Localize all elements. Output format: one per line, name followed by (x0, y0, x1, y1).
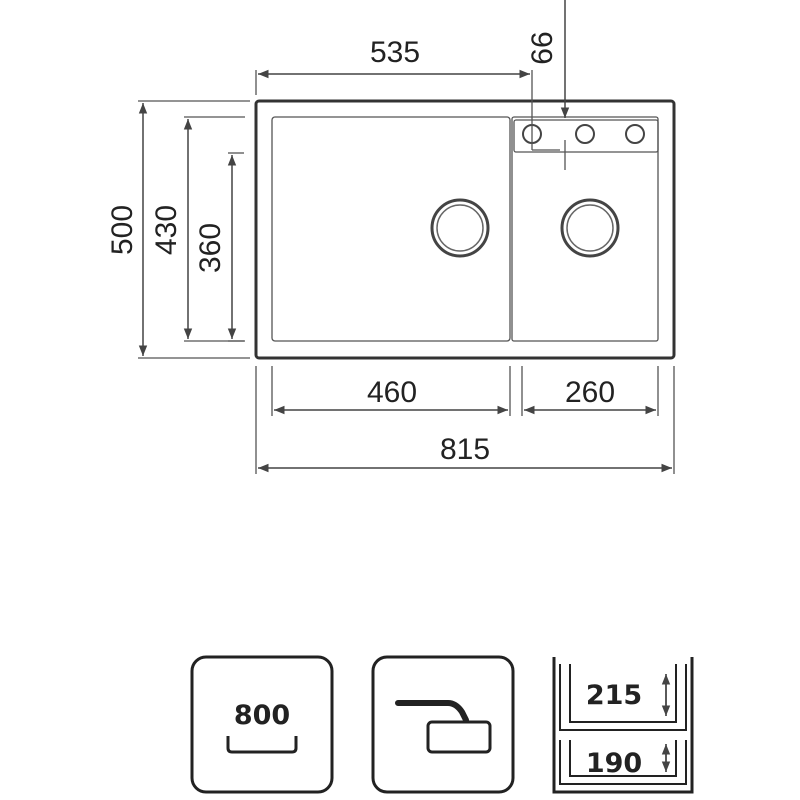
dim-260-label: 260 (565, 376, 615, 409)
faucet-bowl-icon (371, 655, 515, 794)
dim-815: 815 (255, 366, 675, 474)
dim-460-label: 460 (367, 376, 417, 409)
bowl-depth-icon: 215 190 (552, 657, 694, 794)
dim-430: 430 (150, 116, 245, 342)
depth-main-label: 215 (586, 680, 642, 711)
dim-535-label: 535 (370, 36, 420, 69)
dim-360: 360 (194, 152, 244, 342)
dim-500-label: 500 (106, 205, 139, 255)
dim-430-label: 430 (150, 205, 183, 255)
main-bowl-drain (430, 198, 490, 258)
small-bowl-drain (560, 198, 620, 258)
tap-holes (522, 124, 645, 144)
cabinet-width-label: 800 (234, 700, 290, 731)
dim-535: 535 (255, 36, 530, 95)
dim-260: 260 (521, 366, 659, 416)
sink-outline (254, 99, 676, 360)
dim-815-label: 815 (440, 433, 490, 466)
depth-small-label: 190 (586, 748, 642, 779)
dim-500: 500 (106, 100, 250, 359)
dim-360-label: 360 (194, 223, 227, 273)
dim-66-label: 66 (526, 31, 559, 64)
cabinet-width-icon: 800 (190, 655, 334, 794)
dim-66: 66 (526, 0, 570, 170)
dim-460: 460 (271, 366, 511, 416)
